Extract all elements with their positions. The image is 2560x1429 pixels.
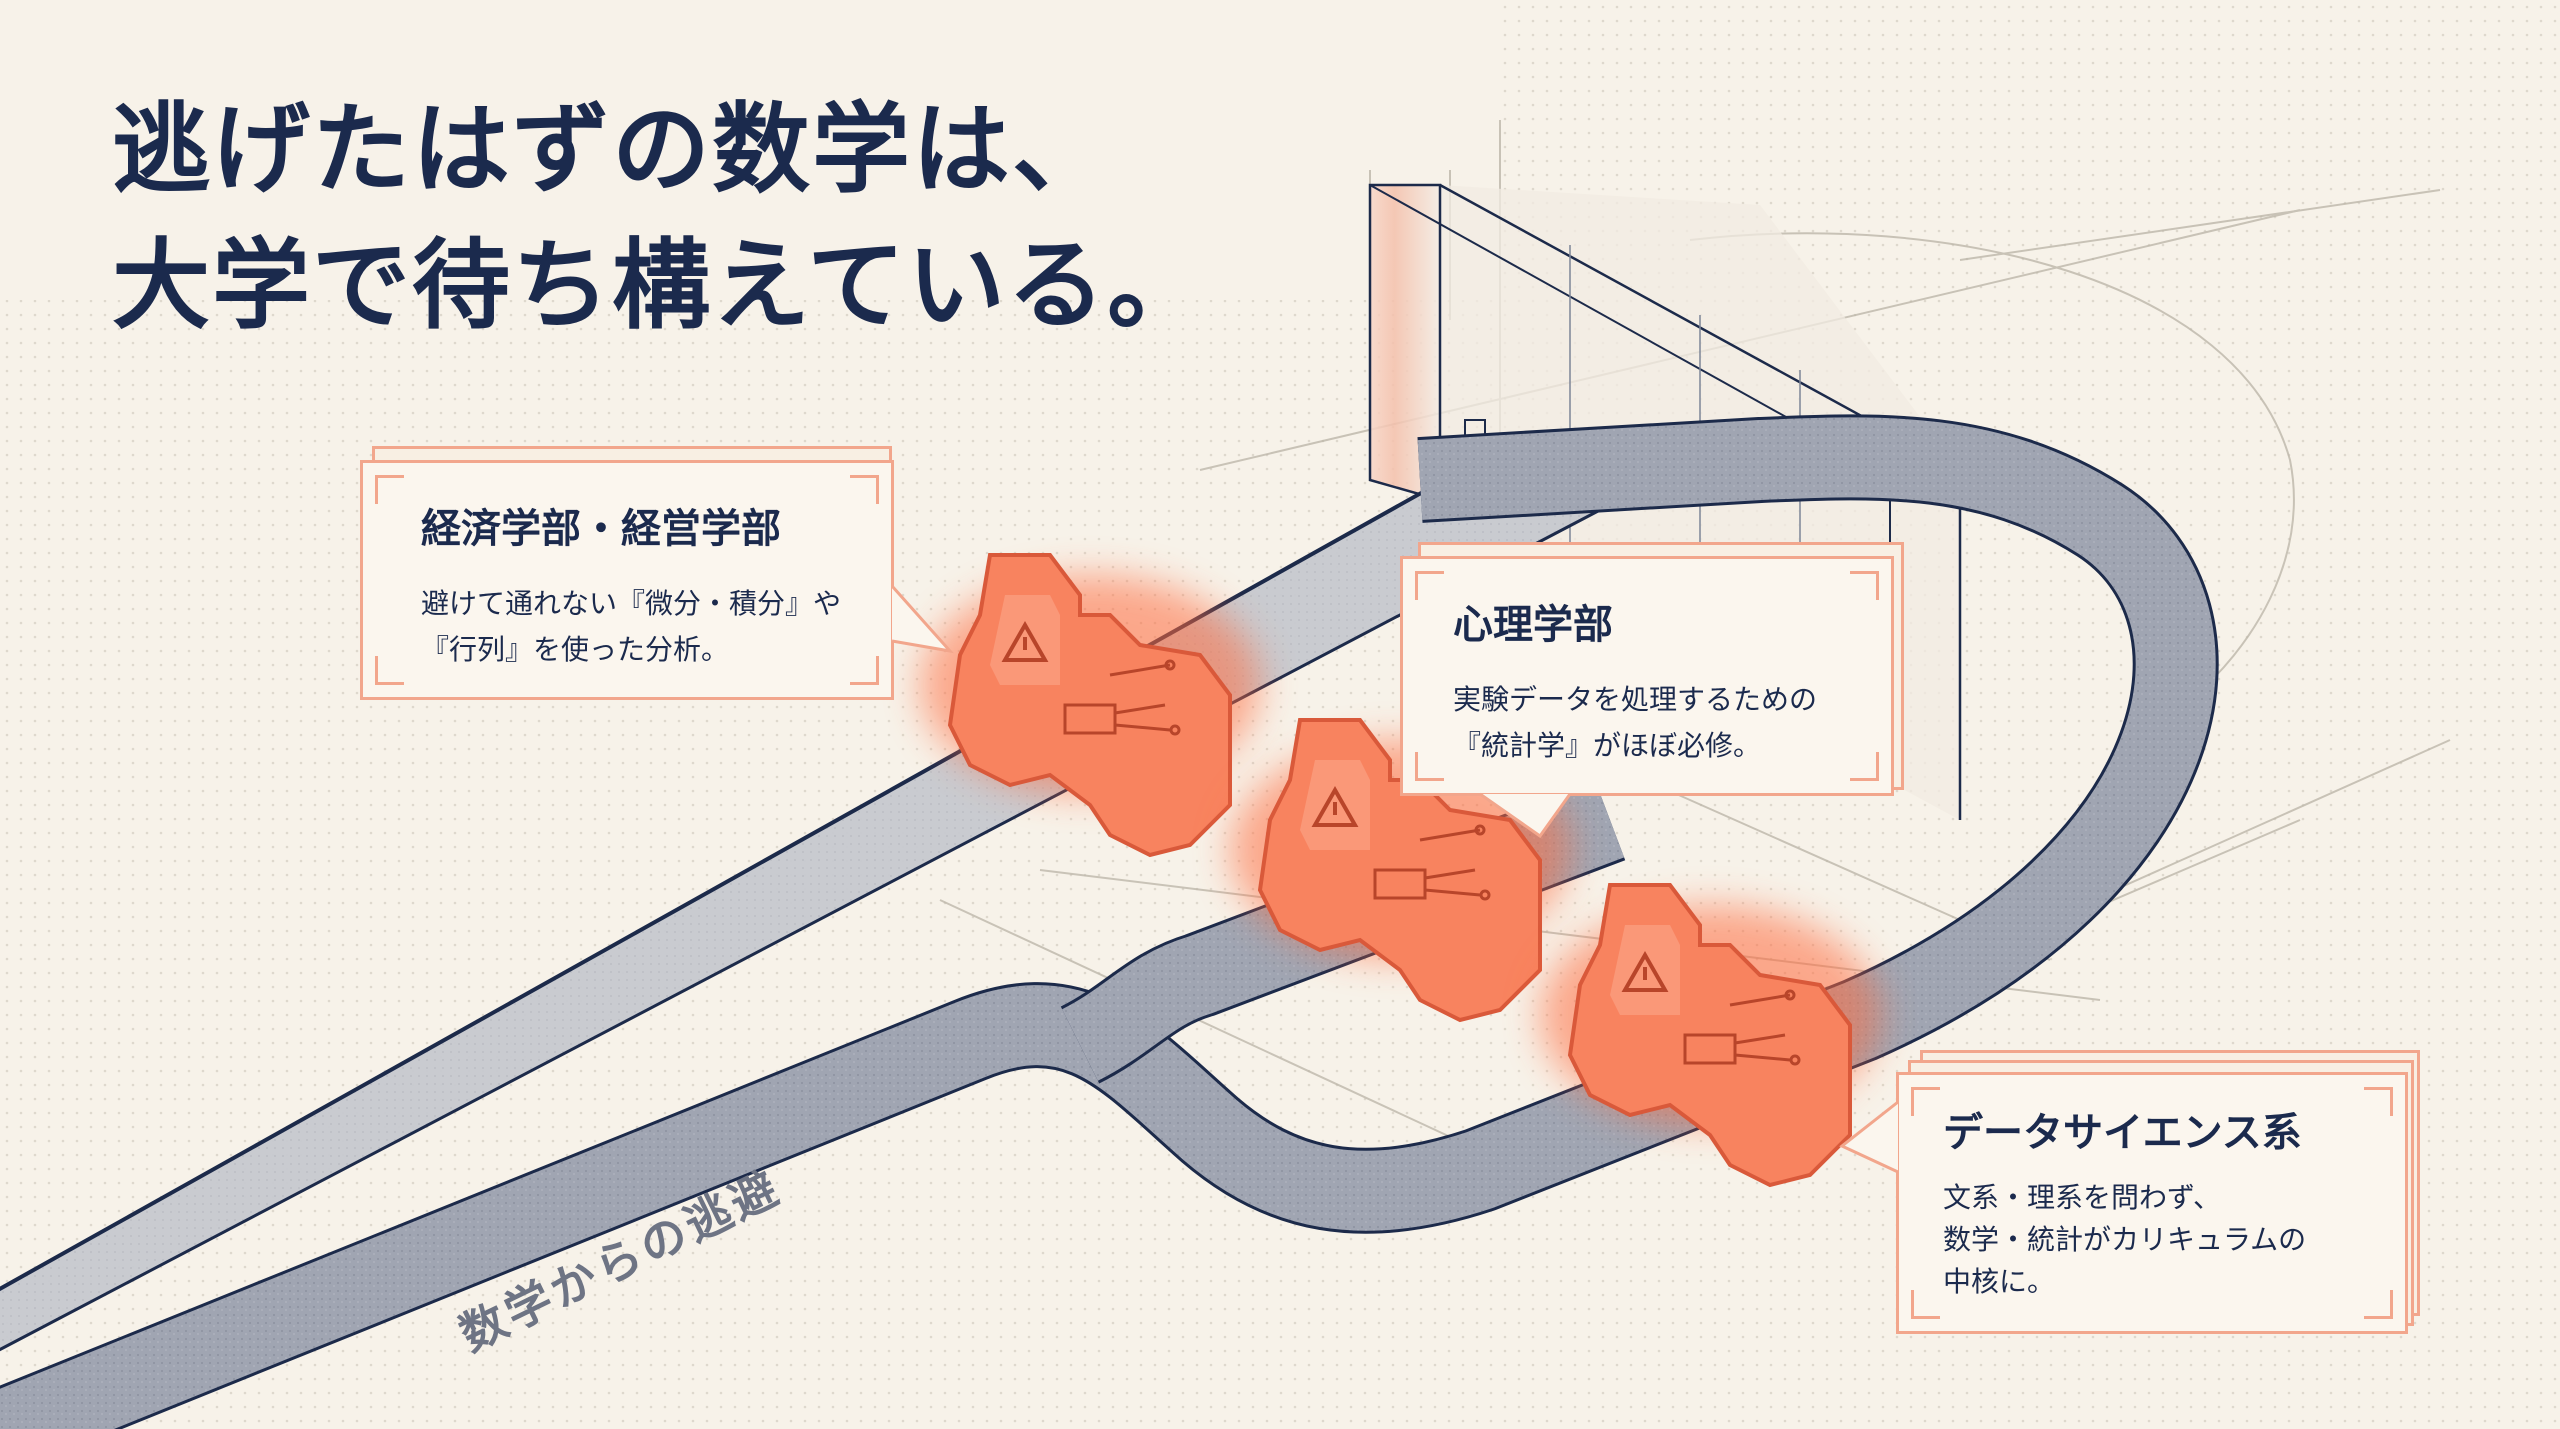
callout-pointer	[1839, 1100, 1899, 1174]
callout-body-line: 実験データを処理するための	[1453, 683, 1818, 716]
card-panel: 経済学部・経営学部 避けて通れない『微分・積分』や 『行列』を使った分析。	[360, 460, 894, 700]
callout-pointer	[890, 585, 954, 654]
barrier-3	[1540, 883, 1880, 1188]
callout-data-science: データサイエンス系 文系・理系を問わず、 数学・統計がカリキュラムの 中核に。	[1839, 1050, 2450, 1340]
callout-pointer	[1479, 792, 1572, 839]
page-title: 逃げたはずの数学は、 大学で待ち構えている。	[112, 82, 1207, 354]
card-panel: データサイエンス系 文系・理系を問わず、 数学・統計がカリキュラムの 中核に。	[1896, 1072, 2408, 1334]
callout-body-line: 『統計学』がほぼ必修。	[1453, 729, 1762, 762]
circuit-icon	[1063, 659, 1181, 736]
callout-body-line: 数学・統計がカリキュラムの	[1943, 1223, 2307, 1256]
callout-body-line: 中核に。	[1943, 1265, 2056, 1298]
callout-title: 経済学部・経営学部	[421, 506, 781, 552]
circuit-icon	[1683, 989, 1801, 1066]
card-panel: 心理学部 実験データを処理するための 『統計学』がほぼ必修。	[1400, 556, 1894, 796]
callout-body: 避けて通れない『微分・積分』や 『行列』を使った分析。	[421, 581, 847, 673]
callout-title: データサイエンス系	[1943, 1110, 2302, 1156]
warning-icon	[1621, 950, 1669, 992]
barrier-1	[920, 553, 1260, 858]
callout-body-line: 『行列』を使った分析。	[421, 633, 730, 666]
warning-icon	[1311, 785, 1359, 827]
callout-body-line: 避けて通れない『微分・積分』や	[421, 587, 842, 620]
callout-body-line: 文系・理系を問わず、	[1943, 1181, 2222, 1214]
callout-title: 心理学部	[1453, 602, 1613, 648]
title-line-2: 大学で待ち構えている。	[112, 229, 1208, 343]
circuit-icon	[1373, 824, 1491, 901]
title-line-1: 逃げたはずの数学は、	[112, 93, 1113, 207]
warning-icon	[1001, 620, 1049, 662]
callout-body: 文系・理系を問わず、 数学・統計がカリキュラムの 中核に。	[1943, 1177, 2361, 1303]
callout-psychology: 心理学部 実験データを処理するための 『統計学』がほぼ必修。	[1400, 542, 1920, 842]
callout-economics: 経済学部・経営学部 避けて通れない『微分・積分』や 『行列』を使った分析。	[360, 446, 960, 706]
callout-body: 実験データを処理するための 『統計学』がほぼ必修。	[1453, 677, 1847, 769]
